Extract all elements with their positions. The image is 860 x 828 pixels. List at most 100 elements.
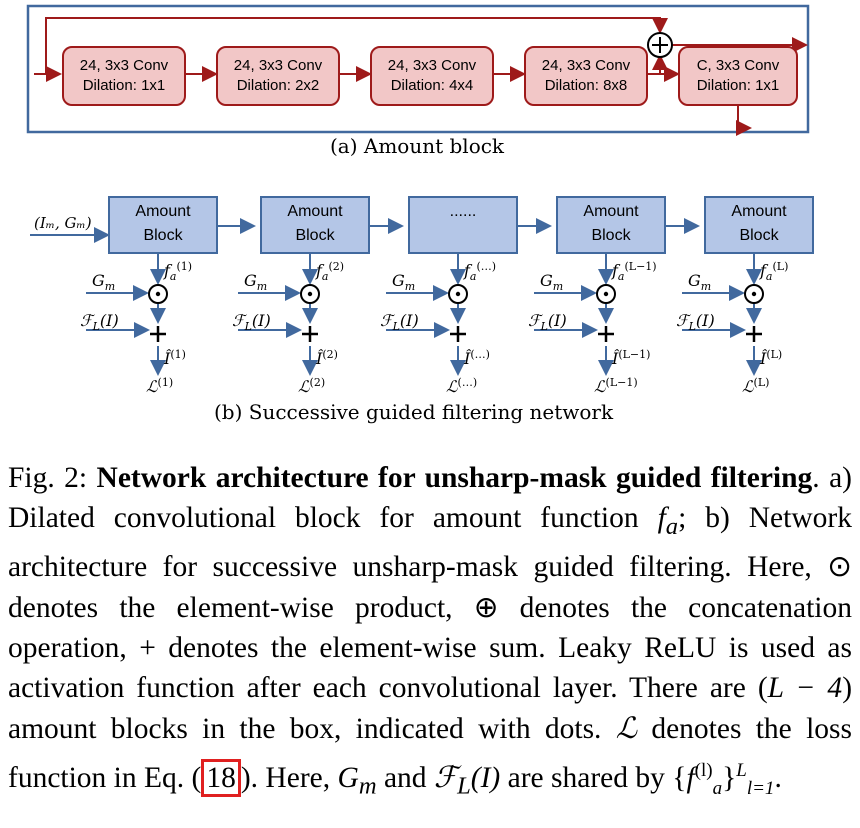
ihat-symbol: Î xyxy=(612,349,619,368)
fl-sub: L xyxy=(540,320,548,334)
conv-layer-2-line2: Dilation: 2x2 xyxy=(236,77,320,94)
amount-block-5-line2: Block xyxy=(739,227,779,244)
fl-sub: L xyxy=(92,320,100,334)
fa-symbol: f xyxy=(316,261,322,280)
fl-label-2: ℱL(I) xyxy=(232,312,271,336)
gm-label-3: Gm xyxy=(392,272,415,296)
caption-text-4: denotes the loss function in Eq. ( xyxy=(8,712,853,794)
fa-symbol: f xyxy=(760,261,766,280)
fl-sub: L xyxy=(392,320,400,334)
loss-sup: (L) xyxy=(753,376,770,389)
loss-symbol: ℒ xyxy=(594,377,606,396)
caption-l-minus-4: L − 4 xyxy=(767,672,843,705)
fl-symbol: ℱ xyxy=(80,311,93,330)
fl-symbol: ℱ xyxy=(676,311,689,330)
amount-block-5-line1: Amount xyxy=(731,203,787,220)
loss-symbol: ℒ xyxy=(146,377,158,396)
conv-layer-4-line1: 24, 3x3 Conv xyxy=(541,57,631,74)
product-dot-5 xyxy=(751,291,757,297)
caption-fa-sub: a xyxy=(665,513,679,541)
ihat-sup: (L−1) xyxy=(618,348,651,361)
conv-layer-3-line1: 24, 3x3 Conv xyxy=(387,57,477,74)
fa-label-2: fa(2) xyxy=(316,260,344,286)
fl-symbol: ℱ xyxy=(380,311,393,330)
amount-block-1-line2: Block xyxy=(143,227,183,244)
fa-symbol: f xyxy=(164,261,170,280)
ihat-symbol: Î xyxy=(760,349,767,368)
caption-text-8: . xyxy=(774,761,782,794)
figure-caption: Fig. 2: Network architecture for unsharp… xyxy=(8,458,852,809)
gm-symbol: G xyxy=(392,271,405,290)
product-dot-1 xyxy=(155,291,161,297)
fa-sup: (1) xyxy=(176,260,193,273)
ihat-label-1: Î(1) xyxy=(164,348,186,368)
caption-set-range-sub: l=1 xyxy=(746,777,775,799)
caption-text-2: ; b) Network architecture for successive… xyxy=(8,502,852,705)
caption-title: Network architecture for unsharp-mask gu… xyxy=(96,462,813,494)
amount-block-frame xyxy=(26,4,810,134)
equation-reference-link[interactable]: 18 xyxy=(201,758,241,797)
conv-layer-1-line2: Dilation: 1x1 xyxy=(82,77,166,94)
loss-label-5: ℒ(L) xyxy=(742,376,770,396)
caption-text-3: ) amount blocks in the box, indicated wi… xyxy=(8,672,853,745)
loss-sup: (L−1) xyxy=(605,376,638,389)
fa-sup: (L−1) xyxy=(624,260,657,273)
fig-label: Fig. 2: xyxy=(8,462,97,494)
loss-sup: (1) xyxy=(157,376,174,389)
caption-fa: f xyxy=(657,502,666,535)
conv-layer-3-line2: Dilation: 4x4 xyxy=(390,77,474,94)
loss-symbol: ℒ xyxy=(446,377,458,396)
caption-loss-symbol: ℒ xyxy=(615,712,637,745)
gm-symbol: G xyxy=(688,271,701,290)
caption-gm: G xyxy=(337,761,359,794)
caption-set-sup: (l) xyxy=(694,759,713,781)
fl-arg: (I) xyxy=(251,311,271,330)
gm-symbol: G xyxy=(244,271,257,290)
caption-text-5: ). Here, xyxy=(240,761,338,794)
gm-label-2: Gm xyxy=(244,272,267,296)
amount-block-3: ...... xyxy=(408,196,518,254)
loss-sup: (2) xyxy=(309,376,326,389)
product-dot-2 xyxy=(307,291,313,297)
fa-label-5: fa(L) xyxy=(760,260,788,286)
ihat-symbol: Î xyxy=(316,349,323,368)
caption-text-1: . a) Dilated convolutional block for amo… xyxy=(8,462,852,535)
caption-set-close: } xyxy=(722,761,737,794)
gm-symbol: G xyxy=(92,271,105,290)
fa-sub: a xyxy=(765,270,773,284)
ihat-label-5: Î(L) xyxy=(760,348,783,368)
amount-block-4-line2: Block xyxy=(591,227,631,244)
subcaption-b: (b) Successive guided filtering network xyxy=(214,400,614,424)
product-dot-4 xyxy=(603,291,609,297)
ihat-symbol: Î xyxy=(464,349,471,368)
gm-sub: m xyxy=(552,280,564,294)
gm-symbol: G xyxy=(540,271,553,290)
gm-label-1: Gm xyxy=(92,272,115,296)
conv-layer-5-line1: C, 3x3 Conv xyxy=(696,57,780,74)
product-dot-3 xyxy=(455,291,461,297)
loss-label-3: ℒ(…) xyxy=(446,376,477,396)
conv-layer-4-line2: Dilation: 8x8 xyxy=(544,77,628,94)
subcaption-a: (a) Amount block xyxy=(330,134,505,158)
fa-symbol: f xyxy=(464,261,470,280)
fa-sub: a xyxy=(321,270,329,284)
caption-text-7: are shared by { xyxy=(500,761,687,794)
caption-text-6: and xyxy=(376,761,434,794)
fl-label-3: ℱL(I) xyxy=(380,312,419,336)
caption-fl: ℱ xyxy=(433,761,458,794)
ihat-sup: (L) xyxy=(766,348,783,361)
fa-label-3: fa(…) xyxy=(464,260,496,286)
fa-label-1: fa(1) xyxy=(164,260,193,286)
input-label: (Iₘ, Gₘ) xyxy=(34,214,92,232)
fl-arg: (I) xyxy=(547,311,567,330)
amount-block-1-line1: Amount xyxy=(135,203,191,220)
caption-set-sub: a xyxy=(712,777,723,799)
fl-sub: L xyxy=(688,320,696,334)
fl-arg: (I) xyxy=(695,311,715,330)
